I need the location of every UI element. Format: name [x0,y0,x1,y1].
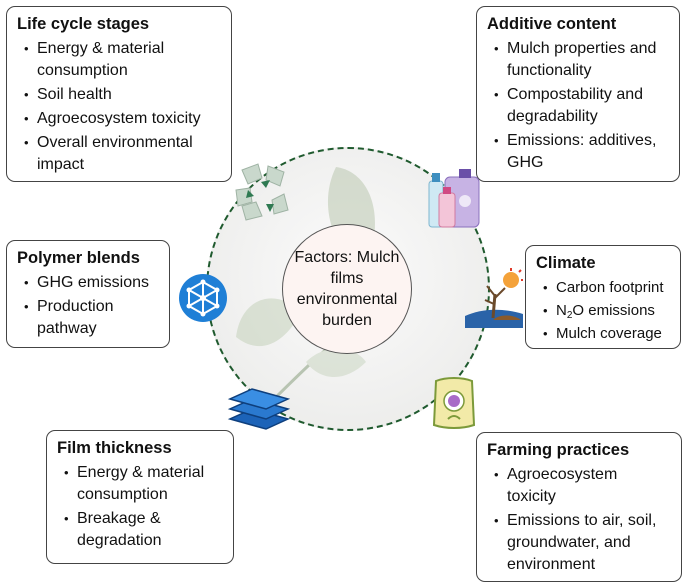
list-item: Soil health [24,84,221,106]
list-item: N2O emissions [543,300,670,321]
n2o-n: N [556,302,567,319]
farming-practices-list: Agroecosystem toxicity Emissions to air,… [487,464,671,576]
farming-practices-title: Farming practices [487,441,630,459]
additive-content-box: Additive content Mulch properties and fu… [476,6,680,182]
farming-practices-box: Farming practices Agroecosystem toxicity… [476,432,682,582]
life-cycle-list: Energy & material consumption Soil healt… [17,38,221,176]
life-cycle-box: Life cycle stages Energy & material cons… [6,6,232,182]
list-item: Emissions to air, soil, groundwater, and… [494,510,671,576]
list-item: Agroecosystem toxicity [24,108,221,130]
list-item: Overall environmental impact [24,132,221,176]
climate-title: Climate [536,254,596,272]
list-item: GHG emissions [24,272,159,294]
polymer-network-icon [179,274,227,322]
list-item: Carbon footprint [543,277,670,298]
film-thickness-title: Film thickness [57,439,172,457]
polymer-blends-box: Polymer blends GHG emissions Production … [6,240,170,348]
climate-tree-sun-icon [465,268,523,328]
list-item: Mulch properties and functionality [494,38,669,82]
film-thickness-list: Energy & material consumption Breakage &… [57,462,223,552]
life-cycle-title: Life cycle stages [17,15,150,33]
recycle-icon [235,163,289,221]
list-item: Emissions: additives, GHG [494,130,669,174]
list-item: Production pathway [24,296,147,340]
additive-content-title: Additive content [487,15,617,33]
polymer-blends-list: GHG emissions Production pathway [17,272,159,340]
climate-list: Carbon footprint N2O emissions Mulch cov… [536,277,670,344]
n2o-subscript: 2 [566,310,573,321]
center-label: Factors: Mulch films environmental burde… [294,249,400,329]
list-item: Energy & material consumption [64,462,223,506]
list-item: Breakage & degradation [64,508,217,552]
bottles-icon [428,169,480,228]
polymer-blends-title: Polymer blends [17,249,140,267]
n2o-rest: O emissions [572,302,655,319]
additive-content-list: Mulch properties and functionality Compo… [487,38,669,174]
climate-box: Climate Carbon footprint N2O emissions M… [525,245,681,349]
list-item: Compostability and degradability [494,84,669,128]
list-item: Mulch coverage [543,323,670,344]
list-item: Energy & material consumption [24,38,221,82]
fertilizer-bag-icon [432,377,476,429]
list-item: Agroecosystem toxicity [494,464,647,508]
center-factors-circle: Factors: Mulch films environmental burde… [282,224,412,354]
film-layers-icon [227,388,290,430]
film-thickness-box: Film thickness Energy & material consump… [46,430,234,564]
